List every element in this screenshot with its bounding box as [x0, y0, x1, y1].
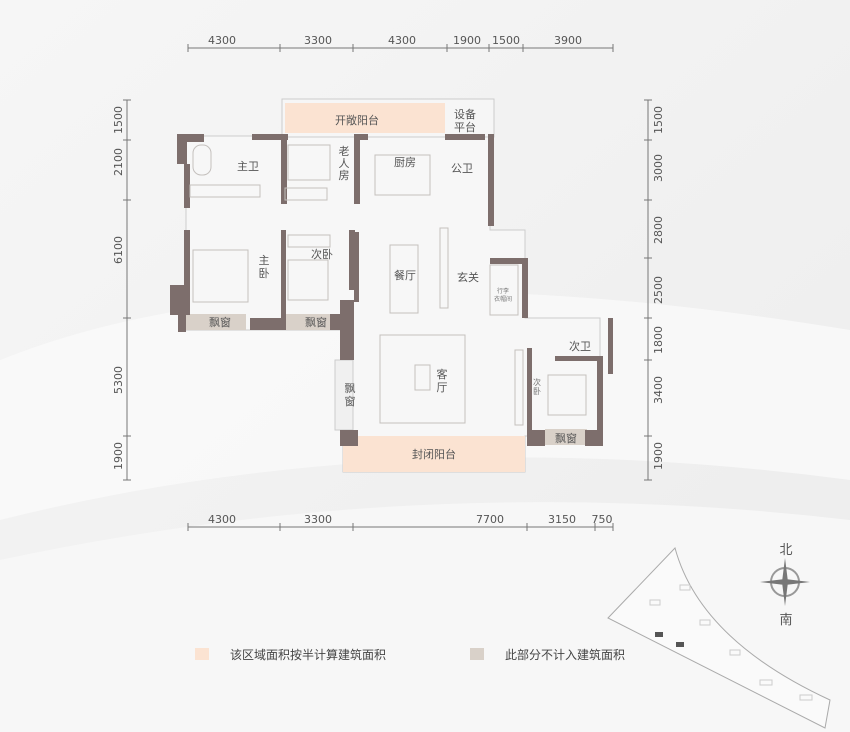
living-room-set-icon	[379, 334, 466, 424]
room-bay-window: 飘窗	[305, 315, 327, 329]
room-master-bedroom: 主	[259, 254, 270, 267]
dim-label: 4300	[208, 513, 236, 526]
room-dining: 餐厅	[394, 268, 416, 282]
legend-label: 此部分不计入建筑面积	[505, 647, 625, 662]
walls	[170, 134, 613, 446]
dimension-bottom: 4300 3300 7700 3150 750	[187, 513, 614, 531]
cabinet-icon	[439, 227, 449, 309]
background-swoosh	[0, 502, 850, 732]
dim-label: 3000	[652, 154, 665, 182]
bay-window-area	[286, 314, 340, 330]
dim-label: 4300	[208, 34, 236, 47]
dim-label: 3150	[548, 513, 576, 526]
wardrobe-icon	[287, 234, 331, 248]
room-labels: 开敞阳台 设备 平台 主卫 老 人 房 厨房 公卫 主 卧 次卧 餐厅 玄关 行…	[209, 107, 591, 461]
dim-label: 1500	[112, 106, 125, 134]
tv-cabinet-icon	[514, 349, 524, 426]
room-open-balcony: 开敞阳台	[335, 113, 379, 127]
dim-label: 7700	[476, 513, 504, 526]
dimension-top: 4300 3300 4300 1900 1500 3900	[187, 34, 614, 52]
room-equipment-platform: 平台	[454, 120, 476, 134]
dimension-left: 1500 2100 6100 5300 1900	[112, 99, 131, 481]
room-second-bedroom: 卧	[533, 387, 541, 396]
room-elder-room: 房	[339, 169, 350, 182]
room-kitchen: 厨房	[394, 156, 416, 169]
room-luggage-closet: 衣帽间	[494, 295, 512, 303]
kitchen-island-icon	[374, 154, 431, 196]
room-second-bath: 次卫	[569, 339, 591, 353]
enclosed-balcony-area	[343, 436, 525, 472]
open-balcony-area	[285, 103, 445, 133]
wardrobe-icon	[284, 187, 328, 201]
dim-label: 3300	[304, 34, 332, 47]
legend-swatch-half-area	[195, 648, 209, 660]
room-enclosed-balcony: 封闭阳台	[412, 447, 456, 461]
room-elder-room: 人	[339, 157, 350, 170]
room-bay-window: 飘窗	[555, 431, 577, 445]
furniture	[189, 144, 587, 426]
dim-label: 5300	[112, 366, 125, 394]
dim-label: 6100	[112, 236, 125, 264]
compass-north: 北	[779, 543, 792, 558]
room-luggage-closet: 行李	[497, 287, 509, 295]
room-public-bath: 公卫	[451, 162, 473, 175]
room-equipment-platform: 设备	[454, 107, 476, 121]
room-elder-room: 老	[339, 145, 350, 158]
bed-icon	[547, 374, 587, 416]
room-bay-window: 飘	[345, 382, 356, 395]
dim-label: 3300	[304, 513, 332, 526]
bed-icon	[287, 144, 331, 181]
room-bay-window: 窗	[345, 394, 356, 408]
dim-label: 4300	[388, 34, 416, 47]
floor-area	[185, 98, 601, 473]
room-second-bedroom: 次	[533, 377, 541, 387]
room-bay-window: 飘窗	[209, 315, 231, 329]
dim-label: 750	[592, 513, 613, 526]
room-living-room: 厅	[437, 381, 448, 394]
dim-label: 1900	[112, 442, 125, 470]
dim-label: 2800	[652, 216, 665, 244]
legend-swatch-excluded	[470, 648, 484, 660]
room-living-room: 客	[437, 367, 448, 381]
legend: 该区域面积按半计算建筑面积 此部分不计入建筑面积	[195, 647, 625, 662]
bathtub-icon	[192, 144, 212, 176]
closet-icon	[489, 264, 519, 316]
dim-label: 3400	[652, 376, 665, 404]
dining-table-icon	[389, 244, 419, 314]
room-second-bedroom: 次卧	[311, 247, 333, 261]
dimension-right: 1500 3000 2800 2500 1800 3400 1900	[644, 99, 665, 481]
bay-window-area	[545, 429, 587, 445]
wardrobe-icon	[189, 184, 261, 198]
compass: 北 南	[760, 543, 810, 628]
compass-south: 南	[779, 612, 792, 628]
bed-icon	[192, 249, 249, 303]
bed-icon	[287, 259, 329, 301]
dim-label: 3900	[554, 34, 582, 47]
dim-label: 1900	[652, 442, 665, 470]
legend-label: 该区域面积按半计算建筑面积	[230, 647, 386, 662]
dim-label: 1500	[652, 106, 665, 134]
room-master-bath: 主卫	[237, 160, 259, 173]
room-master-bedroom: 卧	[259, 267, 270, 280]
dim-label: 1800	[652, 326, 665, 354]
room-foyer: 玄关	[457, 270, 479, 284]
site-map	[607, 547, 831, 729]
dim-label: 1900	[453, 34, 481, 47]
coffee-table-icon	[414, 364, 431, 391]
bay-window-area	[186, 314, 246, 330]
dim-label: 2500	[652, 276, 665, 304]
dim-label: 2100	[112, 148, 125, 176]
dim-label: 1500	[492, 34, 520, 47]
